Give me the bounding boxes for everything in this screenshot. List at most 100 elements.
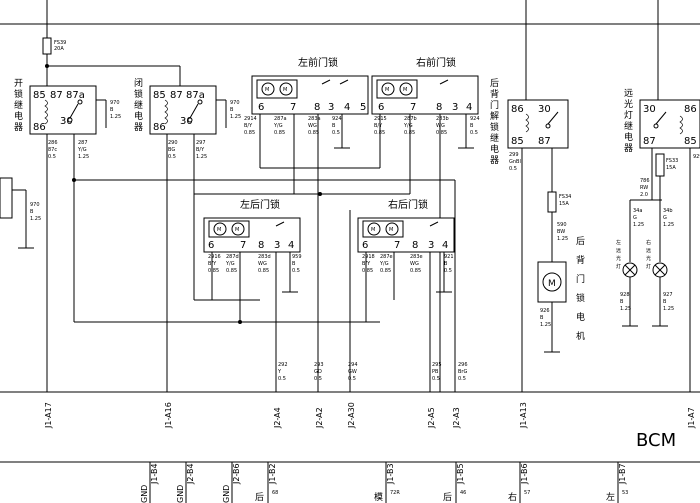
lock-rear-left-title: 左后门锁 [240, 198, 280, 211]
svg-text:光: 光 [624, 98, 633, 110]
svg-text:1.25: 1.25 [557, 236, 568, 242]
svg-text:灯: 灯 [624, 110, 633, 121]
svg-text:光: 光 [646, 255, 651, 262]
svg-text:292: 292 [278, 362, 288, 368]
svg-text:机: 机 [576, 330, 585, 342]
svg-text:背: 背 [576, 254, 585, 266]
top-bus [0, 0, 700, 100]
svg-text:J1-A7: J1-A7 [687, 407, 696, 429]
svg-text:BG: BG [168, 147, 175, 153]
svg-text:BW: BW [557, 229, 565, 235]
svg-text:5: 5 [360, 102, 366, 113]
svg-text:左: 左 [606, 491, 615, 503]
left-ground: 970 B 1.25 [0, 177, 41, 249]
svg-text:继: 继 [624, 120, 633, 132]
svg-text:287: 287 [78, 140, 88, 146]
svg-text:287d: 287d [226, 254, 239, 260]
svg-text:8: 8 [258, 240, 264, 251]
svg-text:0.85: 0.85 [208, 268, 219, 274]
svg-text:87: 87 [538, 136, 551, 147]
svg-text:B: B [30, 209, 34, 215]
svg-text:Y/G: Y/G [379, 261, 389, 267]
svg-text:B: B [540, 315, 544, 321]
svg-text:锁: 锁 [490, 121, 499, 133]
svg-text:后: 后 [490, 78, 499, 89]
svg-text:J2-A5: J2-A5 [427, 407, 436, 429]
svg-text:J1-A17: J1-A17 [44, 402, 53, 429]
relay-tailgate: 后 背 门 解 锁 继 电 器 86 30 85 87 [490, 78, 569, 166]
svg-text:30: 30 [180, 116, 193, 127]
lock-front-right-title: 右前门锁 [416, 56, 456, 69]
svg-text:72R: 72R [390, 490, 400, 496]
svg-text:87c: 87c [48, 147, 57, 153]
svg-text:J2-A2: J2-A2 [315, 407, 324, 429]
svg-text:34b: 34b [663, 208, 673, 214]
svg-text:WG: WG [410, 261, 419, 267]
svg-text:30: 30 [643, 104, 656, 115]
relay-highbeam: 远 光 灯 继 电 器 30 86 87 85 [624, 88, 700, 154]
svg-text:灯: 灯 [646, 263, 651, 270]
svg-text:PB: PB [432, 369, 439, 375]
svg-text:2914: 2914 [244, 116, 257, 122]
svg-text:0.85: 0.85 [226, 268, 237, 274]
svg-text:46: 46 [460, 490, 466, 496]
svg-text:M: M [283, 87, 287, 93]
svg-text:0.5: 0.5 [444, 268, 452, 274]
svg-text:0.5: 0.5 [332, 130, 340, 136]
bcm-label: BCM [636, 430, 676, 451]
svg-text:970: 970 [110, 100, 120, 106]
svg-text:J2-B6: J2-B6 [232, 463, 241, 485]
svg-text:85: 85 [684, 136, 697, 147]
svg-text:927: 927 [663, 292, 673, 298]
svg-text:远: 远 [624, 88, 633, 99]
trunk-lines [73, 179, 455, 324]
svg-text:15A: 15A [666, 165, 676, 171]
svg-text:J1-A13: J1-A13 [519, 402, 528, 429]
relay-unlock: 85 87 87a 86 30 [29, 85, 107, 135]
svg-text:87: 87 [643, 136, 656, 147]
relay-unlock-label: 开 锁 继 电 器 [14, 78, 23, 133]
svg-text:灯: 灯 [616, 263, 621, 270]
svg-text:6: 6 [362, 240, 368, 251]
lock-rear-right-wires: 2918 B/Y 0.85 287e Y/G 0.85 283e WG 0.85… [362, 254, 454, 274]
bcm-module: BCM [0, 391, 700, 463]
svg-text:1.25: 1.25 [633, 222, 644, 228]
svg-text:光: 光 [616, 255, 621, 262]
svg-text:959: 959 [292, 254, 302, 260]
svg-text:GND: GND [222, 485, 231, 503]
relay-lock-wires: 290 BG 0.5 297 B/Y 1.25 970 B 1.25 [168, 100, 241, 160]
lock-front-right-wires: 2915 B/Y 0.85 287b Y/G 0.85 283b WG 0.85… [374, 116, 480, 136]
svg-text:B/Y: B/Y [374, 123, 383, 129]
svg-text:86: 86 [511, 104, 524, 115]
svg-text:后: 后 [576, 236, 585, 247]
svg-text:287a: 287a [274, 116, 287, 122]
svg-text:WG: WG [308, 123, 317, 129]
svg-text:1.25: 1.25 [78, 154, 89, 160]
svg-text:296: 296 [458, 362, 468, 368]
svg-text:6: 6 [378, 102, 384, 113]
svg-text:器: 器 [134, 122, 143, 133]
svg-text:86: 86 [153, 122, 166, 133]
svg-text:283b: 283b [436, 116, 449, 122]
harness-wire-labels: 292 Y 0.5 293 GO 0.5 294 GW 0.5 295 PB 0… [277, 362, 468, 382]
svg-text:器: 器 [490, 155, 499, 166]
svg-text:继: 继 [14, 99, 23, 111]
svg-text:Y/G: Y/G [403, 123, 413, 129]
svg-text:4: 4 [442, 240, 448, 251]
svg-text:GnBl: GnBl [509, 159, 521, 165]
svg-text:继: 继 [134, 99, 143, 111]
svg-text:B: B [444, 261, 448, 267]
svg-text:电: 电 [134, 110, 143, 122]
svg-text:B/Y: B/Y [362, 261, 371, 267]
svg-text:Y/G: Y/G [77, 147, 87, 153]
lock-front-right: 右前门锁 M M 6 7 8 3 4 [371, 56, 479, 115]
svg-text:0.5: 0.5 [509, 166, 517, 172]
svg-text:297: 297 [196, 140, 206, 146]
svg-text:286: 286 [48, 140, 58, 146]
svg-text:6: 6 [258, 102, 264, 113]
svg-text:8: 8 [314, 102, 320, 113]
svg-text:GW: GW [348, 369, 357, 375]
relay-unlock-pin-87: 87 [50, 90, 63, 101]
lamp-right-highbeam: 34b G 1.25 右 远 光 灯 927 B 1.25 [646, 208, 674, 327]
svg-text:锁: 锁 [576, 292, 585, 304]
